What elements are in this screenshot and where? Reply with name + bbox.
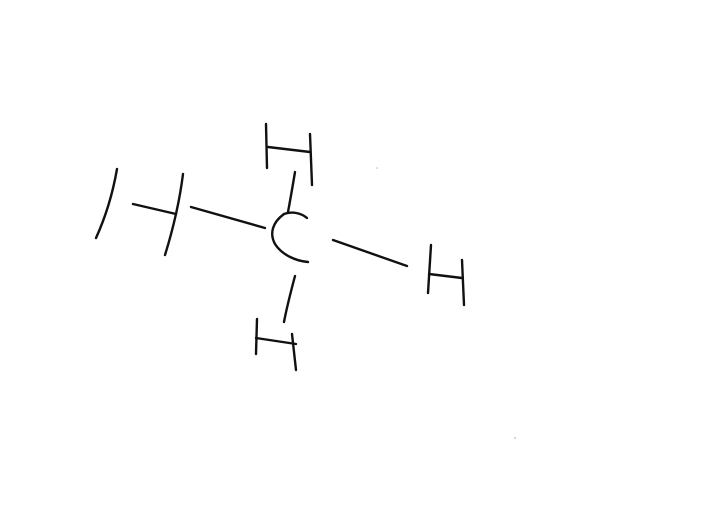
hydrogen-atom-bottom — [254, 317, 298, 372]
bond-top — [286, 170, 297, 214]
bond-right — [331, 238, 409, 268]
scan-speck — [514, 437, 516, 439]
hydrogen-atom-left — [94, 167, 185, 257]
carbon-atom-center — [271, 211, 310, 264]
bond-left — [189, 205, 267, 230]
hydrogen-atom-top — [264, 122, 314, 187]
hydrogen-atom-right — [426, 243, 466, 307]
bond-bottom — [282, 274, 297, 324]
scan-speck — [376, 167, 378, 169]
